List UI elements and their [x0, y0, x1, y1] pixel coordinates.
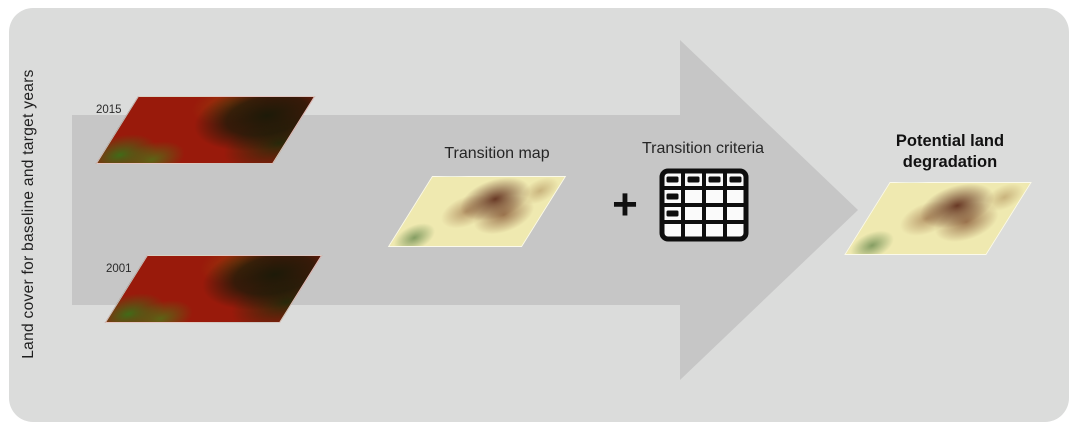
year-label-2015: 2015 [96, 104, 122, 116]
year-label-2001: 2001 [106, 263, 132, 275]
vertical-axis-label: Land cover for baseline and target years [20, 69, 37, 359]
transition-map-label: Transition map [444, 145, 550, 162]
plus-operator: + [612, 180, 638, 229]
potential-land-degradation-label: Potential land degradation [895, 132, 1005, 171]
transition-criteria-label: Transition criteria [641, 140, 765, 157]
transition-criteria-table-icon [659, 168, 749, 242]
